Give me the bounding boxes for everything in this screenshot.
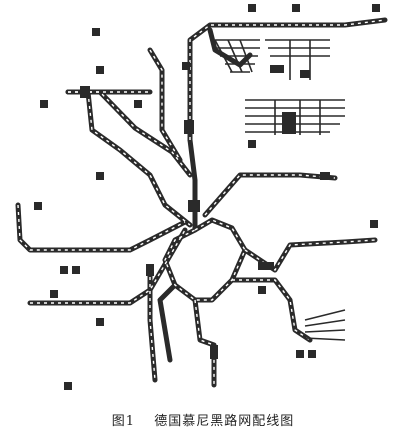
line-markers bbox=[34, 4, 380, 390]
line-east bbox=[202, 172, 338, 218]
marker bbox=[258, 286, 266, 294]
marker bbox=[248, 140, 256, 148]
marker bbox=[292, 4, 300, 12]
rail-network-diagram bbox=[15, 4, 388, 390]
figure-title: 德国慕尼黑路网配线图 bbox=[154, 414, 295, 429]
marker bbox=[34, 202, 42, 210]
figure-number: 图1 bbox=[111, 414, 136, 429]
figure-caption: 图1 德国慕尼黑路网配线图 bbox=[0, 410, 406, 429]
marker bbox=[370, 220, 378, 228]
depot-yard-southeast bbox=[304, 309, 346, 341]
marker bbox=[64, 382, 72, 390]
line-west-3 bbox=[15, 202, 188, 253]
marker bbox=[182, 62, 190, 70]
marker bbox=[96, 318, 104, 326]
line-loop bbox=[162, 217, 248, 303]
marker bbox=[296, 350, 304, 358]
depot-yard-northeast bbox=[214, 39, 345, 135]
line-central-trunk bbox=[187, 137, 198, 233]
line-north-east-2 bbox=[207, 27, 253, 68]
line-central-west bbox=[65, 89, 193, 178]
line-south-2 bbox=[157, 282, 178, 363]
marker bbox=[248, 4, 256, 12]
marker bbox=[72, 266, 80, 274]
marker bbox=[92, 28, 100, 36]
marker bbox=[50, 290, 58, 298]
station-blocks bbox=[80, 86, 330, 359]
marker bbox=[96, 66, 104, 74]
marker bbox=[372, 4, 380, 12]
marker bbox=[308, 350, 316, 358]
marker bbox=[40, 100, 48, 108]
line-south bbox=[192, 297, 217, 388]
marker bbox=[96, 172, 104, 180]
line-east-3 bbox=[229, 277, 313, 343]
marker bbox=[60, 266, 68, 274]
marker bbox=[134, 100, 142, 108]
